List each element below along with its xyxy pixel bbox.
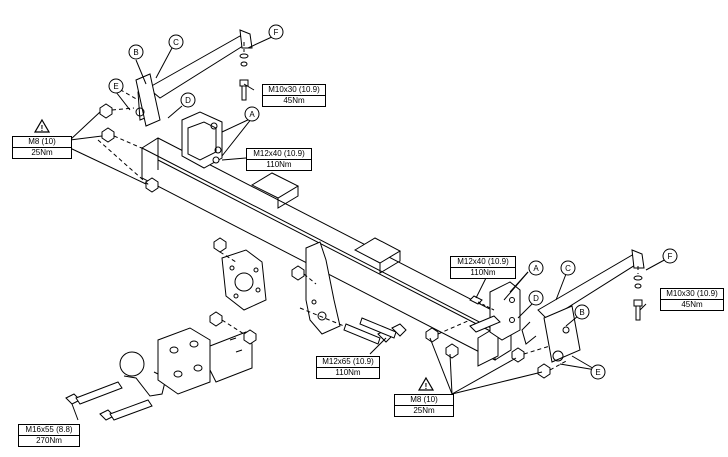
right-m12x40-bolt: [469, 295, 495, 311]
spec-m8-right: M8 (10) 25Nm: [394, 394, 454, 417]
spec-torque: 110Nm: [335, 368, 361, 377]
m16x55-bolts: [65, 381, 153, 421]
spec-bolt: M16x55 (8.8): [19, 425, 79, 436]
spec-bolt: M12x65 (10.9): [317, 357, 379, 368]
svg-text:A: A: [249, 110, 255, 119]
svg-text:!: !: [425, 382, 428, 391]
left-m12x40-bolt: [212, 156, 220, 164]
left-plate-b: [135, 73, 161, 127]
svg-text:D: D: [533, 294, 539, 303]
callout-e-left: E: [108, 78, 124, 94]
svg-text:D: D: [185, 96, 191, 105]
svg-text:C: C: [565, 264, 571, 273]
spec-m12x65: M12x65 (10.9) 110Nm: [316, 356, 380, 379]
spec-torque: 110Nm: [470, 268, 496, 277]
warning-triangle-icon: !: [33, 118, 51, 133]
callout-d-right: D: [528, 290, 544, 306]
svg-text:B: B: [133, 48, 138, 57]
callout-d-left: D: [180, 92, 196, 108]
svg-text:B: B: [579, 308, 584, 317]
callout-a-left: A: [244, 106, 260, 122]
spec-bolt: M12x40 (10.9): [247, 149, 311, 160]
callout-f-left: F: [268, 24, 284, 40]
hitch-nuts: [209, 311, 257, 345]
left-bolt-f: [239, 42, 249, 101]
svg-text:C: C: [173, 38, 179, 47]
ball-hitch: [119, 327, 253, 397]
spec-bolt: M8 (10): [395, 395, 453, 406]
callout-a-right: A: [528, 260, 544, 276]
callout-b-left: B: [128, 44, 144, 60]
left-bracket-d: [181, 111, 223, 169]
right-bracket-d: [469, 281, 521, 341]
callout-c-left: C: [168, 34, 184, 50]
spec-bolt: M10x30 (10.9): [661, 289, 723, 300]
callout-c-right: C: [560, 260, 576, 276]
callout-b-right: B: [574, 304, 590, 320]
right-nuts: [425, 319, 569, 379]
warning-triangle-icon: !: [417, 376, 435, 391]
central-clamp-bracket: [291, 241, 341, 335]
svg-text:F: F: [668, 252, 673, 261]
left-arm-c: [137, 29, 253, 121]
spec-torque: 45Nm: [681, 300, 703, 309]
svg-text:!: !: [41, 124, 44, 133]
spec-torque: 45Nm: [283, 96, 305, 105]
spec-bolt: M12x40 (10.9): [451, 257, 515, 268]
spec-torque: 270Nm: [36, 436, 62, 445]
spec-m12x40-right: M12x40 (10.9) 110Nm: [450, 256, 516, 279]
spec-torque: 25Nm: [31, 148, 53, 157]
right-bolt-f: [633, 266, 643, 321]
svg-text:F: F: [274, 28, 279, 37]
m12x65-bolts: [299, 307, 407, 345]
spec-m10x30-right: M10x30 (10.9) 45Nm: [660, 288, 724, 311]
right-plate-b: [543, 305, 581, 363]
spec-m8-left: M8 (10) 25Nm: [12, 136, 72, 159]
left-nuts: [97, 85, 159, 193]
spec-m12x40-left: M12x40 (10.9) 110Nm: [246, 148, 312, 171]
spec-torque: 25Nm: [413, 406, 435, 415]
callout-e-right: E: [590, 364, 606, 380]
right-arm-c: [521, 249, 645, 345]
svg-text:E: E: [113, 82, 118, 91]
spec-m16x55: M16x55 (8.8) 270Nm: [18, 424, 80, 447]
spec-bolt: M10x30 (10.9): [263, 85, 325, 96]
svg-text:A: A: [533, 264, 539, 273]
spec-torque: 110Nm: [266, 160, 292, 169]
callout-f-right: F: [662, 248, 678, 264]
svg-text:E: E: [595, 368, 600, 377]
spec-m10x30-left: M10x30 (10.9) 45Nm: [262, 84, 326, 107]
socket-plate: [213, 237, 267, 311]
spec-bolt: M8 (10): [13, 137, 71, 148]
